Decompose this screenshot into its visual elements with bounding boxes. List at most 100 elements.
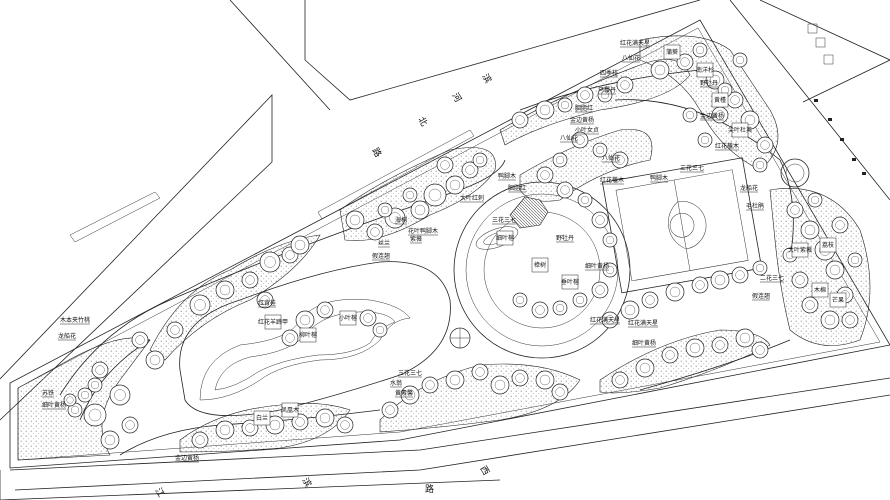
tree-symbol: [536, 166, 554, 184]
tree-label: 细叶榕: [496, 234, 514, 242]
tree-symbol-inner: [389, 212, 401, 224]
tree-label-box: 尖叶杜英: [728, 122, 752, 138]
tree-symbol-inner: [299, 314, 311, 326]
plant-label: 鸭脚木: [498, 172, 516, 180]
tree-label: 小叶榕: [339, 314, 357, 322]
tree-symbol-inner: [405, 190, 415, 200]
tree-symbol: [535, 100, 555, 120]
tree-symbol-inner: [370, 227, 380, 237]
tree-label-box: 芒果: [829, 292, 847, 308]
tree-symbol-inner: [685, 110, 695, 120]
tree-label: 黄槿: [714, 96, 726, 104]
tree-label: 凤凰木: [281, 406, 299, 414]
tree-symbol: [665, 282, 685, 302]
plant-label: 三花三七: [492, 216, 516, 224]
tree-symbol-inner: [149, 354, 161, 366]
tree-symbol: [291, 413, 309, 431]
tree-symbol-inner: [595, 215, 605, 225]
tree-symbol-inner: [540, 170, 550, 180]
tree-symbol: [557, 97, 573, 113]
plant-label: 龙船花: [740, 184, 758, 192]
tree-symbol: [756, 136, 774, 154]
tree-symbol-inner: [695, 280, 705, 290]
plant-label: 毛杜鹃: [746, 202, 764, 210]
tree-symbol: [602, 232, 618, 248]
tree-symbol-inner: [90, 380, 100, 390]
tree-symbol: [259, 251, 281, 273]
tree-symbol: [366, 223, 384, 241]
plant-label: 二花三七: [760, 274, 784, 282]
tree-symbol-inner: [555, 155, 565, 165]
tree-symbol-inner: [669, 286, 681, 298]
tree-symbol: [400, 385, 420, 405]
tree-symbol-inner: [805, 300, 815, 310]
tree-symbol-inner: [739, 332, 751, 344]
tree-label: 红花羊蹄甲: [258, 318, 288, 326]
tree-symbol: [592, 142, 608, 158]
tree-symbol-inner: [349, 214, 361, 226]
tree-symbol: [461, 161, 479, 179]
tree-symbol-inner: [375, 325, 385, 335]
tree-symbol-inner: [795, 275, 805, 285]
tree-symbol: [552, 300, 568, 316]
tree-symbol-inner: [680, 57, 690, 67]
tree-symbol: [616, 76, 634, 94]
tree-symbol: [87, 377, 103, 393]
tree-label: 木棉: [814, 286, 826, 294]
plant-label: 红花檵木: [715, 142, 739, 150]
tree-symbol: [801, 296, 819, 314]
plant-label: 紫薇: [410, 235, 422, 243]
tree-symbol: [847, 252, 863, 268]
tree-symbol-inner: [449, 374, 461, 386]
road-label-7: 西: [477, 464, 491, 477]
tree-label-box: 樟树: [531, 257, 549, 273]
tree-symbol-inner: [755, 160, 765, 170]
tree-symbol-inner: [709, 74, 721, 86]
tree-symbol-inner: [575, 135, 585, 145]
plant-label: 红背桂: [258, 299, 276, 307]
tree-symbol: [166, 321, 184, 339]
tree-symbol: [535, 370, 555, 390]
plant-label: 海桐: [395, 216, 407, 224]
tree-symbol: [661, 346, 679, 364]
central-lawn: [179, 261, 451, 417]
tree-label-box: 荔枝: [819, 237, 837, 253]
tree-label-box: 大叶紫薇: [788, 242, 812, 258]
tree-label: 尖叶杜英: [728, 126, 752, 134]
tree-symbol: [697, 132, 713, 148]
tree-symbol: [751, 341, 769, 359]
tree-symbol-inner: [829, 264, 841, 276]
road-label-3: 北: [415, 115, 429, 128]
plant-label: 假连翘: [372, 252, 390, 260]
tree-symbol-inner: [755, 345, 765, 355]
tree-symbol-inner: [88, 408, 102, 422]
tree-symbol: [691, 276, 709, 294]
tree-symbol-inner: [639, 362, 651, 374]
tree-symbol-inner: [66, 396, 74, 404]
plant-label: 水翁: [390, 379, 402, 387]
tree-symbol: [63, 393, 77, 407]
tree-symbol-inner: [340, 420, 350, 430]
tree-label-frame: [829, 292, 847, 308]
tree-symbol: [591, 211, 609, 229]
tree-label-frame: [811, 282, 829, 298]
tree-symbol: [752, 260, 768, 276]
tree-symbol: [791, 271, 809, 289]
plant-label: 野牡丹: [556, 234, 574, 242]
tree-label-box: 白兰: [253, 410, 271, 426]
plant-label: 三花三七: [680, 164, 704, 172]
tree-symbol: [752, 157, 768, 173]
tree-label-box: 柳叶榕: [299, 327, 317, 343]
tree-symbol-inner: [449, 179, 461, 191]
tree-symbol-inner: [515, 295, 525, 305]
tree-symbol: [256, 291, 274, 309]
tree-symbol: [145, 350, 165, 370]
plant-label: 八仙花: [602, 154, 620, 162]
tree-symbol-inner: [735, 55, 745, 65]
plant-label: 假连翘: [752, 292, 770, 300]
plant-label: 三花三七: [398, 369, 422, 377]
tree-symbol: [345, 210, 365, 230]
tree-symbol-inner: [689, 342, 701, 354]
roundabout: [780, 158, 810, 188]
tree-symbol: [421, 376, 439, 394]
